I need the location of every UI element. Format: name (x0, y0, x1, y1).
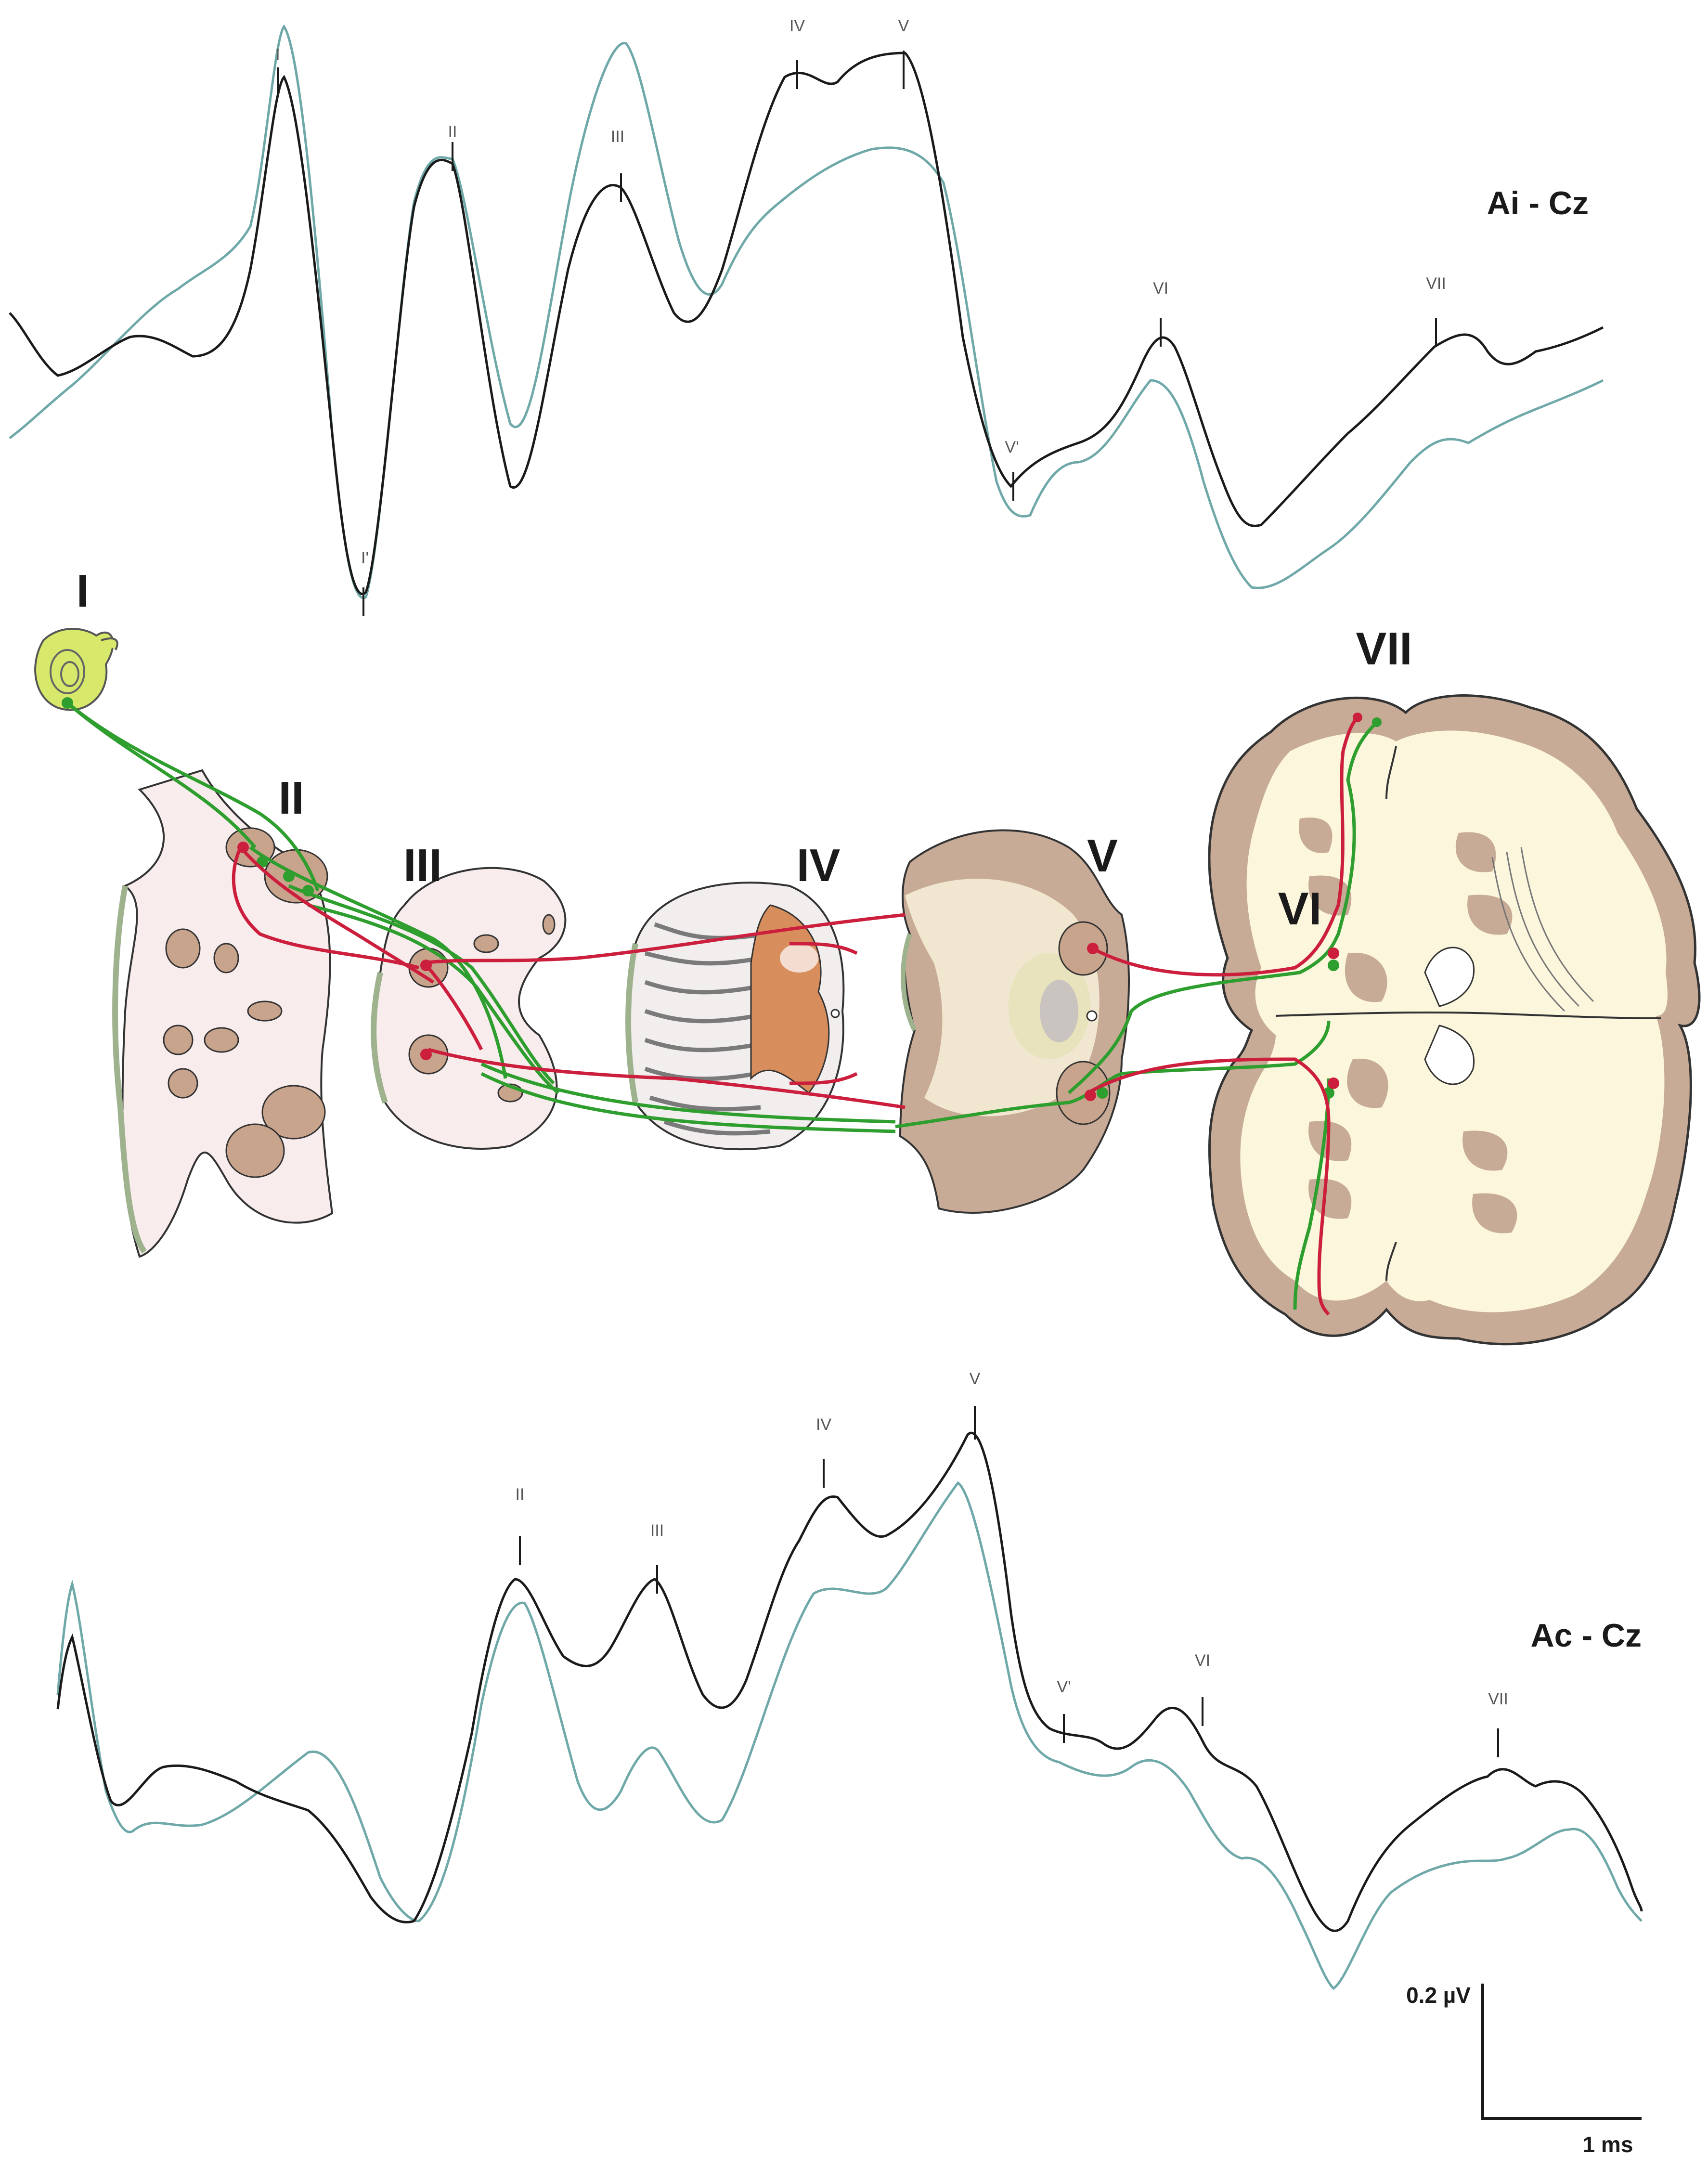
bottom-waveform-panel: II III IV V VI VII V' Ac - Cz (56, 1370, 1643, 1990)
bottom-derivation-label: Ac - Cz (1531, 1617, 1642, 1654)
top-peak-label-i: I (275, 46, 280, 64)
green-neuron-dots (62, 697, 1382, 1099)
red-neuron-dots (237, 713, 1362, 1101)
top-trace-black (9, 52, 1604, 596)
bottom-trace-black (56, 1431, 1643, 1932)
bottom-peak-label-iv: IV (816, 1415, 831, 1434)
generator-label-iv: IV (797, 840, 841, 891)
top-peak-label-iii: III (611, 128, 624, 146)
bottom-peak-label-vi: VI (1195, 1651, 1210, 1670)
cochlea-icon (34, 628, 118, 711)
top-peak-ticks (277, 51, 1437, 616)
top-waveform-panel: I II III IV V VI VII I' V' Ai - Cz (9, 17, 1604, 616)
bottom-peak-label-v: V (970, 1370, 981, 1388)
midbrain-section-icon (625, 882, 845, 1151)
generator-label-ii: II (278, 772, 304, 824)
red-pathway (232, 716, 1359, 1316)
top-trough-label-v-prime: V' (1005, 438, 1019, 456)
top-derivation-label: Ai - Cz (1487, 185, 1589, 221)
scale-bar-time-label: 1 ms (1583, 2132, 1633, 2157)
generator-label-vii: VII (1356, 623, 1412, 675)
bottom-peak-ticks (519, 1406, 1499, 1757)
scale-bar-amplitude-label: 0.2 µV (1406, 1983, 1471, 2008)
top-peak-label-ii: II (448, 123, 457, 141)
bottom-peak-label-ii: II (516, 1485, 525, 1504)
top-peak-label-vi: VI (1153, 279, 1168, 298)
medulla-section-icon (112, 769, 334, 1258)
top-peak-label-iv: IV (789, 17, 805, 35)
bottom-trough-label-v-prime: V' (1057, 1678, 1071, 1696)
cerebrum-section-icon (1208, 694, 1701, 1346)
bottom-peak-label-vii: VII (1488, 1690, 1508, 1708)
generator-label-v: V (1087, 830, 1118, 882)
thalamus-section-icon (899, 829, 1130, 1214)
anatomy-diagram: I II III IV V VI VII (34, 565, 1701, 1346)
pons-section-icon (371, 867, 567, 1150)
top-peak-label-vii: VII (1426, 274, 1446, 293)
top-peak-label-v: V (898, 17, 909, 35)
scale-bar: 0.2 µV 1 ms (1406, 1983, 1642, 2157)
generator-label-iii: III (403, 840, 442, 891)
top-trough-label-i-prime: I' (361, 549, 369, 567)
top-trace-teal (9, 24, 1604, 599)
bottom-trace-teal (56, 1481, 1643, 1990)
bottom-peak-label-iii: III (650, 1521, 664, 1540)
generator-label-vi: VI (1278, 883, 1322, 935)
generator-label-i: I (77, 565, 90, 617)
